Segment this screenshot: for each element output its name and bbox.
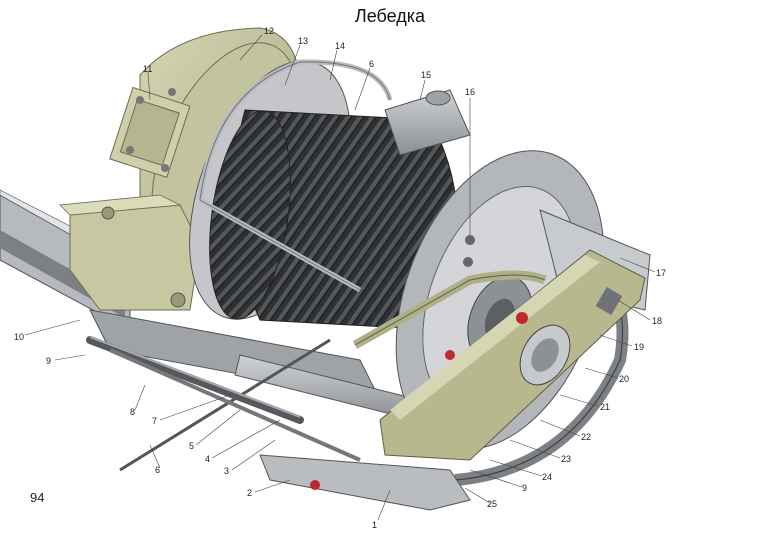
callout-12: 12 (264, 26, 274, 36)
callout-6-top: 6 (369, 59, 374, 69)
callout-14: 14 (335, 41, 345, 51)
callout-21: 21 (600, 402, 610, 412)
callout-5: 5 (189, 441, 194, 451)
callout-25: 25 (487, 499, 497, 509)
callout-13: 13 (298, 36, 308, 46)
callout-16: 16 (465, 87, 475, 97)
top-shaft (384, 89, 471, 156)
callout-3: 3 (224, 466, 229, 476)
callout-9-right: 9 (522, 483, 527, 493)
bolt-accent (310, 480, 320, 490)
callout-1: 1 (372, 520, 377, 530)
control-rod (86, 336, 361, 462)
callout-18: 18 (652, 316, 662, 326)
brace-arm (379, 249, 646, 461)
callout-23: 23 (561, 454, 571, 464)
bolt-accent (516, 312, 528, 324)
callout-6: 6 (155, 465, 160, 475)
callout-4: 4 (205, 454, 210, 464)
page-number: 94 (30, 490, 45, 505)
callout-9-left: 9 (46, 356, 51, 366)
callout-20: 20 (619, 374, 629, 384)
callout-19: 19 (634, 342, 644, 352)
cable-drum (209, 109, 459, 331)
callout-24: 24 (542, 472, 552, 482)
bolt-accent (445, 350, 455, 360)
callout-leaders (24, 34, 656, 521)
callout-10: 10 (14, 332, 24, 342)
callout-17: 17 (656, 268, 666, 278)
callout-15: 15 (421, 70, 431, 80)
callout-7: 7 (152, 416, 157, 426)
callout-2: 2 (247, 488, 252, 498)
page-title: Лебедка (354, 6, 426, 26)
callout-11: 11 (143, 64, 152, 74)
callout-8: 8 (130, 407, 135, 417)
lower-lever (259, 454, 471, 511)
callout-22: 22 (581, 432, 591, 442)
callout-labels: 1 2 3 4 5 6 7 8 9 10 11 12 13 14 6 15 16… (14, 26, 666, 530)
cable-rope (119, 338, 331, 472)
